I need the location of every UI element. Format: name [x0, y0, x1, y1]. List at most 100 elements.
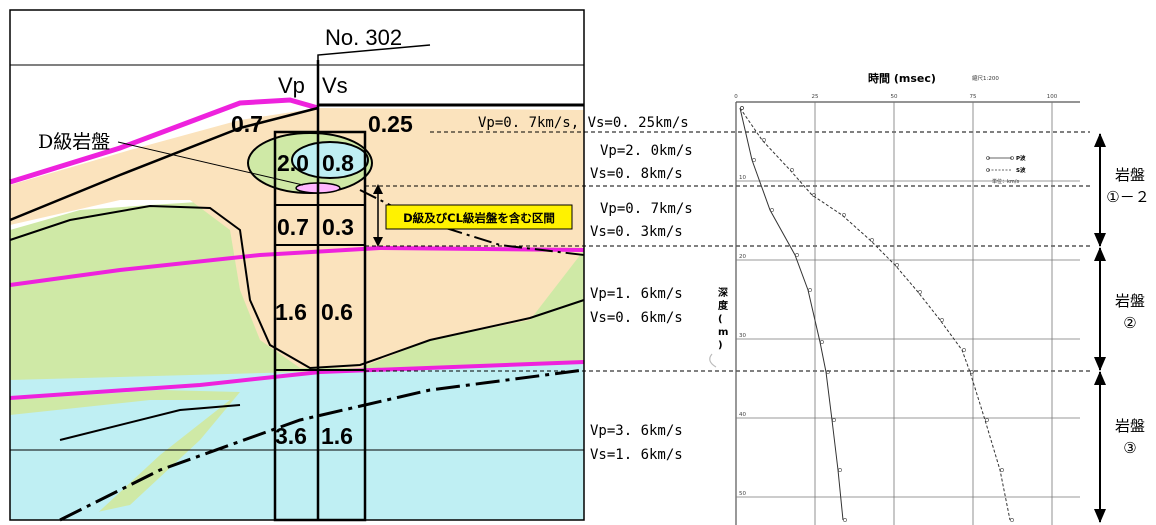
vp-value: 0.7: [231, 111, 263, 137]
vp-value: 2.0: [277, 150, 309, 176]
slope-line: [9, 106, 319, 222]
y-tick-label: 30: [739, 333, 746, 339]
y-axis-label-char: 深: [718, 286, 728, 299]
scan-mark: [709, 353, 717, 368]
vs-value: 0.25: [368, 111, 413, 137]
rock-zone-label: ②: [1123, 314, 1136, 332]
cyan-lens: [291, 141, 369, 179]
legend-p-label: P波: [1016, 154, 1026, 162]
vs-value: 0.3: [322, 214, 354, 240]
chart-grid: [736, 102, 1080, 525]
velocity-labels: Vp=0. 7km/s, Vs=0. 25km/s Vp=2. 0km/s Vs…: [478, 115, 693, 463]
s-wave-point: [790, 168, 794, 172]
rock-zone-labels: 岩盤 ①－２ 岩盤 ② 岩盤 ③: [1106, 166, 1149, 457]
x-tick-label: 25: [812, 94, 819, 100]
arrow-up-icon: [373, 184, 383, 194]
vp-value: 3.6: [275, 423, 307, 449]
vs-header: Vs: [322, 73, 348, 98]
y-axis-label-char: 度: [718, 299, 729, 312]
chart-legend: P波 S波 単位：km/s: [986, 154, 1026, 185]
p-wave-point: [838, 468, 842, 472]
ground-surface-line: [9, 97, 319, 185]
y-tick-label: 40: [739, 412, 746, 418]
s-wave-point: [762, 138, 766, 142]
vp-value: 0.7: [277, 214, 309, 240]
velocity-label: Vs=1. 6km/s: [590, 447, 683, 463]
s-wave-point: [895, 263, 899, 267]
y-tick-label: 50: [739, 491, 746, 497]
lower-cyan-lens: [10, 400, 230, 520]
fault-line-lower: [59, 368, 585, 522]
p-wave-point: [795, 253, 799, 257]
arrow-up-icon: [1094, 371, 1106, 385]
arrow-down-icon: [373, 237, 383, 247]
arrow-up-icon: [1094, 133, 1106, 147]
vp-value: 1.6: [275, 299, 307, 325]
y-tick-label: 20: [739, 254, 746, 260]
s-wave-curve: [739, 107, 1011, 521]
velocity-label: Vp=0. 7km/s, Vs=0. 25km/s: [478, 115, 689, 131]
legend-s-marker: [986, 168, 990, 172]
p-wave-curve: [739, 107, 844, 521]
y-axis-label-char: m: [718, 327, 728, 338]
geologic-section: No. 302 Vp Vs 0.7 0.25 2.0 0.8 0.7 0.3 1…: [9, 9, 585, 522]
s-wave-point: [1010, 518, 1014, 522]
boundary-line-upper: [9, 245, 585, 287]
s-wave-point: [970, 370, 974, 374]
boundary-line-lower: [9, 360, 585, 400]
arrow-down-icon: [1094, 233, 1106, 247]
arrow-down-icon: [1094, 357, 1106, 371]
chart-scale: 縮尺1:200: [972, 74, 999, 82]
borehole-leader: [317, 44, 431, 65]
chart-ticks: 0 25 50 75 100 10 20 30 40 50: [734, 94, 1057, 497]
vp-header: Vp: [278, 73, 305, 98]
velocity-column-box: [273, 130, 367, 522]
weathered-tan-zone: [10, 108, 584, 368]
velocity-label: Vs=0. 6km/s: [590, 310, 683, 326]
legend-p-marker: [986, 156, 990, 160]
p-wave-point: [820, 340, 824, 344]
rock-zone-label: 岩盤: [1115, 292, 1145, 310]
s-wave-point: [918, 290, 922, 294]
s-wave-point: [985, 418, 989, 422]
column-values: 0.7 0.25 2.0 0.8 0.7 0.3 1.6 0.6 3.6 1.6: [231, 111, 413, 449]
s-wave-point: [962, 348, 966, 352]
vs-value: 0.6: [321, 299, 353, 325]
velocity-label: Vs=0. 8km/s: [590, 166, 683, 182]
velocity-label: Vp=0. 7km/s: [600, 201, 693, 217]
vs-value: 0.8: [322, 150, 354, 176]
legend-p-marker: [1010, 156, 1014, 160]
borehole-label: No. 302: [325, 25, 402, 50]
p-wave-point: [832, 418, 836, 422]
rock-zone-label: 岩盤: [1115, 417, 1145, 435]
y-axis-label: 深度 ( m): [718, 286, 729, 351]
rock-zone-label: ①－２: [1106, 188, 1149, 206]
vs-value: 1.6: [321, 423, 353, 449]
x-tick-label: 50: [891, 94, 898, 100]
y-axis-label-char: (: [718, 314, 723, 325]
legend-unit: 単位：km/s: [992, 178, 1019, 185]
velocity-label: Vp=2. 0km/s: [600, 143, 693, 159]
p-wave-point: [808, 288, 812, 292]
x-tick-label: 100: [1047, 94, 1058, 100]
s-wave-point: [812, 193, 816, 197]
y-tick-label: 10: [739, 175, 746, 181]
velocity-label: Vs=0. 3km/s: [590, 224, 683, 240]
s-wave-point: [1000, 468, 1004, 472]
x-tick-label: 75: [970, 94, 977, 100]
p-wave-point: [752, 158, 756, 162]
callout-box: [385, 204, 573, 230]
callout-text: D級及びCL級岩盤を含む区間: [403, 211, 555, 225]
arrow-down-icon: [1094, 509, 1106, 523]
arrow-up-icon: [1094, 247, 1106, 261]
p-wave-point: [843, 518, 847, 522]
x-tick-label: 0: [734, 94, 738, 100]
velocity-label: Vp=3. 6km/s: [590, 423, 683, 439]
s-wave-point: [870, 238, 874, 242]
legend-s-label: S波: [1016, 166, 1026, 174]
lower-contact-line: [59, 404, 241, 441]
y-axis-label-char: ): [718, 340, 723, 351]
contact-line: [9, 204, 585, 370]
